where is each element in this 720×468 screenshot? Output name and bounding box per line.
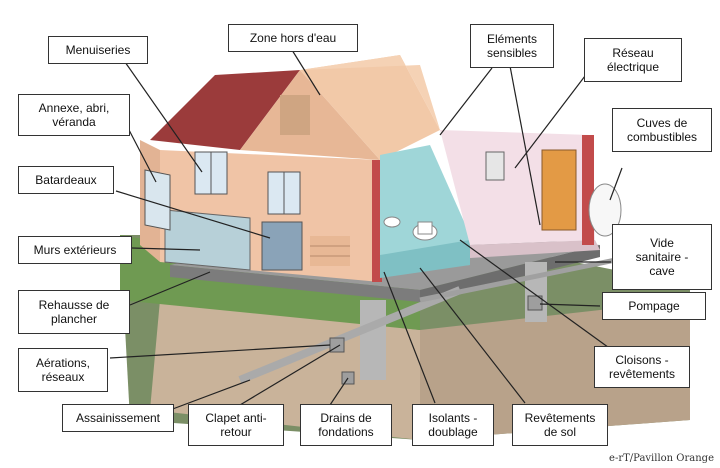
label-cloisons: Cloisons - revêtements bbox=[594, 346, 690, 388]
roof bbox=[150, 55, 440, 160]
label-menuiseries: Menuiseries bbox=[48, 36, 148, 64]
label-annexe: Annexe, abri, véranda bbox=[18, 94, 130, 136]
label-vide-sanitaire: Vide sanitaire - cave bbox=[612, 224, 712, 290]
label-murs-exterieurs: Murs extérieurs bbox=[18, 236, 132, 264]
label-assainissement: Assainissement bbox=[62, 404, 174, 432]
bathroom bbox=[380, 145, 470, 278]
fuel-tank bbox=[588, 183, 622, 237]
back-room bbox=[440, 130, 600, 258]
label-drains: Drains de fondations bbox=[300, 404, 392, 446]
label-elements-sensibles: Eléments sensibles bbox=[470, 24, 554, 68]
label-isolants: Isolants - doublage bbox=[412, 404, 494, 446]
label-pompage: Pompage bbox=[602, 292, 706, 320]
label-zone-hors-eau: Zone hors d'eau bbox=[228, 24, 358, 52]
label-rehausse: Rehausse de plancher bbox=[18, 290, 130, 334]
credit-text: e-rT/Pavillon Orange bbox=[609, 453, 714, 464]
label-revetements-sol: Revêtements de sol bbox=[512, 404, 608, 446]
label-aerations: Aérations, réseaux bbox=[18, 348, 108, 392]
veranda bbox=[144, 169, 171, 231]
label-batardeaux: Batardeaux bbox=[18, 166, 114, 194]
leader-lines bbox=[109, 49, 623, 411]
outer-wall bbox=[140, 140, 382, 282]
label-cuves: Cuves de combustibles bbox=[612, 108, 712, 152]
label-clapet: Clapet anti- retour bbox=[188, 404, 284, 446]
label-reseau-electrique: Réseau électrique bbox=[584, 38, 682, 82]
